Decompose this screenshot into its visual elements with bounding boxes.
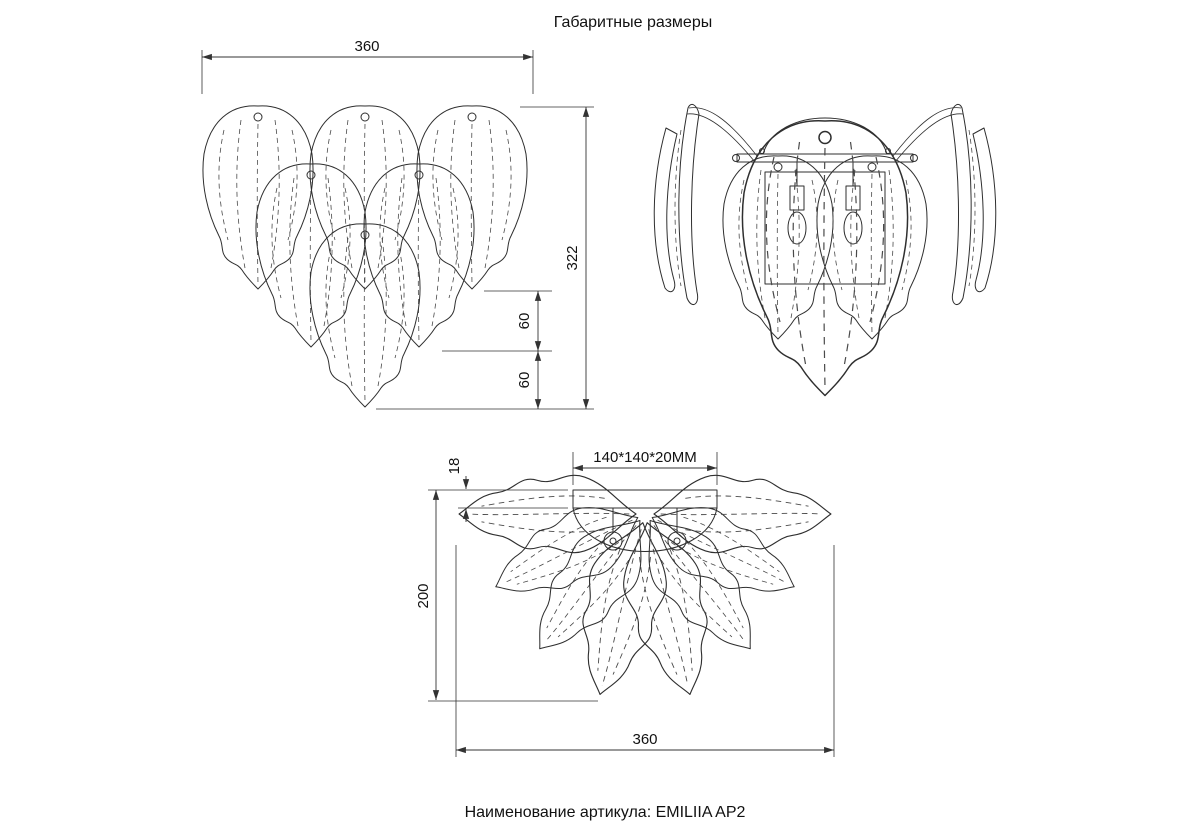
front-view: 360 322 60 60 bbox=[201, 38, 594, 410]
side-leaves-right bbox=[892, 103, 997, 306]
dimension-front-height: 322 bbox=[376, 106, 594, 410]
plan-depth-label: 200 bbox=[415, 583, 432, 608]
plan-lamp-right bbox=[667, 507, 687, 551]
page-title: Габаритные размеры bbox=[554, 14, 712, 31]
plan-lamp-left bbox=[603, 507, 623, 551]
dimension-front-tier-lower: 60 bbox=[516, 351, 542, 409]
front-tier-upper-label: 60 bbox=[516, 313, 533, 330]
dimension-front-width: 360 bbox=[201, 38, 534, 94]
front-tier-lower-label: 60 bbox=[516, 372, 533, 389]
dimension-plan-depth: 200 bbox=[415, 490, 598, 702]
side-view bbox=[653, 103, 997, 397]
front-height-label: 322 bbox=[564, 245, 581, 270]
side-leaves-left bbox=[653, 103, 758, 306]
dimension-plan-plate: 140*140*20MM bbox=[572, 449, 718, 485]
front-width-label: 360 bbox=[354, 38, 379, 55]
article-name: Наименование артикула: EMILIIA AP2 bbox=[465, 804, 746, 821]
side-mounting-bar bbox=[732, 117, 918, 163]
plan-petals bbox=[458, 474, 832, 705]
plan-thickness-label: 18 bbox=[446, 458, 463, 475]
side-petals bbox=[722, 120, 928, 397]
dimension-plan-width: 360 bbox=[455, 545, 835, 757]
plan-plate-label: 140*140*20MM bbox=[593, 449, 696, 466]
plan-backplate bbox=[572, 489, 718, 552]
front-view-petals bbox=[202, 105, 528, 408]
plan-width-label: 360 bbox=[632, 731, 657, 748]
plan-view: 140*140*20MM 18 200 360 bbox=[415, 449, 835, 757]
dimension-plan-thickness: 18 bbox=[428, 458, 568, 522]
side-housing bbox=[764, 171, 886, 285]
side-lamp-left bbox=[787, 161, 807, 245]
side-lamp-right bbox=[843, 161, 863, 245]
dimension-front-tier-upper: 60 bbox=[442, 290, 552, 352]
